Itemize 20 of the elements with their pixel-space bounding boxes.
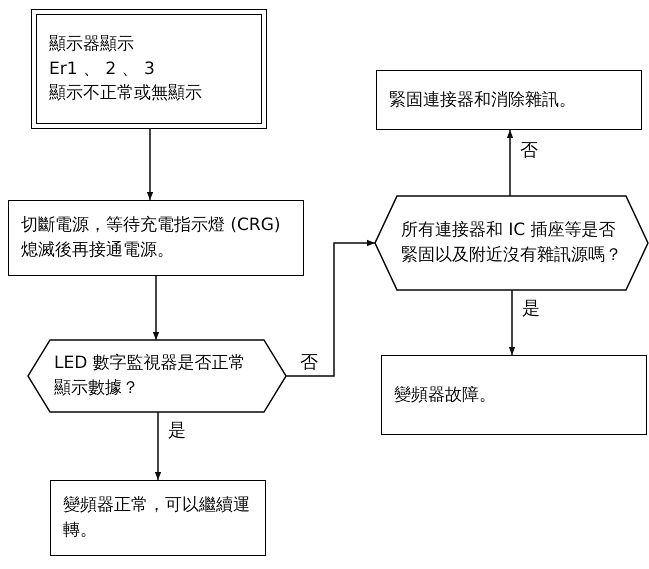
step-text: 顯示器顯示 <box>49 33 135 56</box>
step-text: 切斷電源，等待充電指示燈 (CRG) 熄滅後再接通電源。 <box>21 214 282 262</box>
step-text: 變頻器故障。 <box>394 384 497 407</box>
step-text: Er1 、 2 、 3 <box>49 58 156 81</box>
question-text: LED 數字監視器是否正常顯示數據？ <box>54 352 247 400</box>
arrow <box>508 290 516 355</box>
question-text: 所有連接器和 IC 插座等是否緊固以及附近沒有雜訊源嗎？ <box>401 219 622 267</box>
arrow <box>286 240 375 377</box>
arrow <box>154 412 162 480</box>
arrow <box>506 130 514 196</box>
process-box <box>376 70 642 130</box>
process-box <box>8 200 304 276</box>
decision-hexagon <box>375 196 648 290</box>
step-text: 緊固連接器和消除雜訊。 <box>389 88 577 112</box>
step-text: 變頻器正常，可以繼續運轉。 <box>63 494 251 542</box>
arrow <box>152 276 160 340</box>
process-box <box>50 480 266 556</box>
step-text: 顯示不正常或無顯示 <box>49 82 203 106</box>
process-box <box>381 355 647 435</box>
decision-hexagon <box>28 340 286 412</box>
